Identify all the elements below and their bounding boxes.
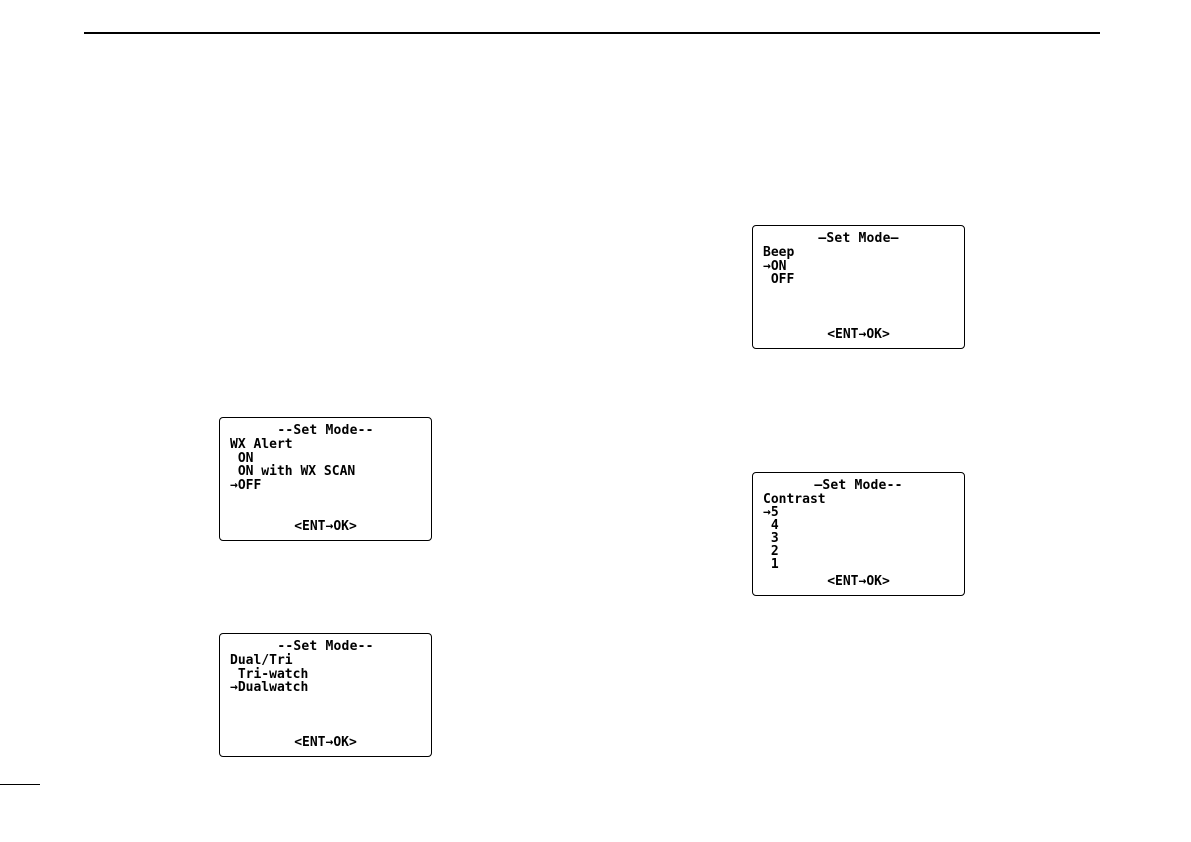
lcd-option-dualwatch-selected: →Dualwatch [230,681,308,695]
lcd-option-on-with-wx-scan: ON with WX SCAN [230,465,355,479]
lcd-option-tri-watch: Tri-watch [230,668,308,682]
lcd-footer: <ENT→OK> [220,519,431,534]
lcd-menu: WX Alert ON ON with WX SCAN →OFF [230,438,355,492]
header-rule [84,32,1100,34]
lcd-screen-dual-tri: --Set Mode-- Dual/Tri Tri-watch →Dualwat… [219,633,432,757]
lcd-menu-heading: Beep [763,246,794,260]
lcd-option-off: OFF [763,273,794,287]
lcd-menu-heading: WX Alert [230,438,355,452]
lcd-option-1: 1 [763,558,826,571]
lcd-screen-beep: —Set Mode— Beep →ON OFF <ENT→OK> [752,225,965,349]
lcd-menu: Beep →ON OFF [763,246,794,287]
lcd-menu: Dual/Tri Tri-watch →Dualwatch [230,654,308,695]
lcd-screen-wx-alert: --Set Mode-- WX Alert ON ON with WX SCAN… [219,417,432,541]
lcd-screen-contrast: —Set Mode-- Contrast →5 4 3 2 1 <ENT→OK> [752,472,965,596]
lcd-title: --Set Mode-- [220,423,431,438]
page-number-rule [0,784,40,785]
lcd-footer: <ENT→OK> [753,327,964,342]
lcd-menu-heading: Dual/Tri [230,654,308,668]
lcd-option-on: ON [230,452,355,466]
lcd-title: —Set Mode— [753,231,964,246]
lcd-option-off-selected: →OFF [230,479,355,493]
lcd-title: --Set Mode-- [220,639,431,654]
lcd-title: —Set Mode-- [753,478,964,493]
lcd-menu: Contrast →5 4 3 2 1 [763,493,826,571]
lcd-footer: <ENT→OK> [753,574,964,589]
lcd-footer: <ENT→OK> [220,735,431,750]
lcd-option-on-selected: →ON [763,260,794,274]
